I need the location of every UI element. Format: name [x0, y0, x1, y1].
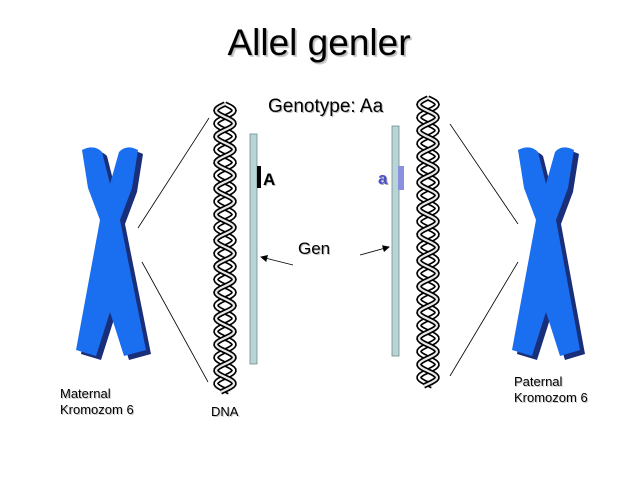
- maternal-zoom-line-top: [137, 117, 210, 229]
- paternal-caption-line1: Paternal: [514, 374, 563, 389]
- paternal-chromosome: [512, 147, 585, 360]
- gene-arrow-left: [260, 255, 294, 266]
- maternal-chromosome: [76, 147, 151, 360]
- dna-strand-inner: [214, 103, 236, 393]
- dominant-allele-marker: [257, 166, 261, 188]
- slide-title: Allel genler: [227, 22, 411, 63]
- recessive-allele-label: a: [378, 169, 388, 188]
- maternal-chromosome-body: [76, 147, 146, 356]
- paternal-chromosome-body: [512, 147, 580, 356]
- maternal-strand-bar: [249, 133, 258, 365]
- paternal-caption: Paternal Kromozom 6: [514, 374, 588, 406]
- dominant-allele-label: A: [263, 170, 276, 189]
- maternal-caption-line1: Maternal: [60, 386, 111, 401]
- dna-helix-right: [416, 95, 440, 389]
- recessive-allele-marker: [398, 166, 404, 190]
- paternal-caption-line2: Kromozom 6: [514, 390, 588, 405]
- maternal-caption-line2: Kromozom 6: [60, 402, 134, 417]
- paternal-zoom-line-bottom: [449, 261, 519, 377]
- gene-arrow-right: [359, 245, 390, 256]
- paternal-strand-bar: [391, 125, 400, 357]
- paternal-zoom-line-top: [449, 123, 519, 225]
- maternal-zoom-line-bottom: [141, 261, 209, 383]
- genotype-label: Genotype: Aa: [268, 96, 384, 117]
- gene-label: Gen: [298, 239, 331, 258]
- dna-strand-inner: [417, 97, 439, 387]
- dna-helix-left: [213, 101, 237, 395]
- dna-caption: DNA: [211, 404, 239, 419]
- maternal-caption: Maternal Kromozom 6: [60, 386, 134, 418]
